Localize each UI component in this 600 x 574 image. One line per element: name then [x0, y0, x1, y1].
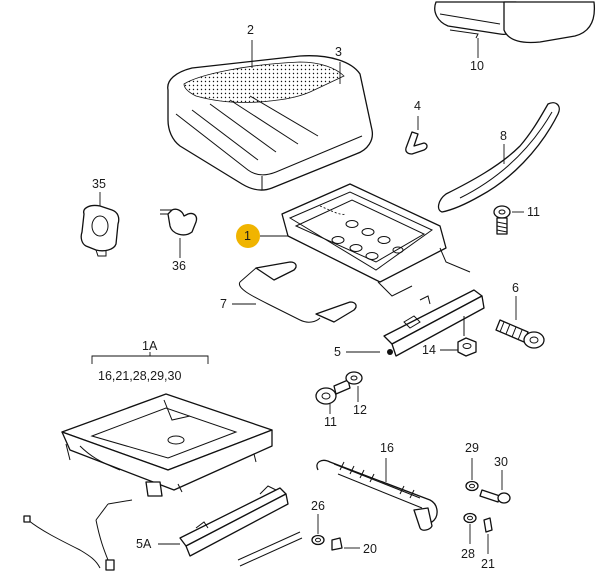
- small-washer-2-part: [465, 480, 479, 492]
- seat-pan-assembly-part: [61, 393, 273, 497]
- bolt-part: [493, 205, 511, 235]
- label-16: 16: [380, 441, 394, 455]
- label-12: 12: [353, 403, 367, 417]
- cable-part: [238, 261, 357, 323]
- label-14: 14: [422, 343, 436, 357]
- retaining-clip-part: [160, 208, 198, 236]
- label-20: 20: [363, 542, 377, 556]
- small-screw-part: [479, 489, 511, 504]
- label-2: 2: [247, 23, 254, 37]
- nut-part: [457, 337, 477, 357]
- label-5A: 5A: [136, 537, 152, 551]
- label-3: 3: [335, 45, 342, 59]
- lower-rail-part: [179, 485, 303, 567]
- label-11-upper: 11: [527, 205, 540, 219]
- small-washer-3-part: [463, 512, 477, 524]
- label-36: 36: [172, 259, 186, 273]
- label-10: 10: [470, 59, 484, 73]
- label-29: 29: [465, 441, 479, 455]
- label-4: 4: [414, 99, 421, 113]
- label-1: 1: [244, 229, 251, 243]
- label-26: 26: [311, 499, 325, 513]
- label-1A: 1A: [142, 339, 158, 353]
- part-labels: 2 3 10 4 8 35 11 1 36 6 7 1A 5 14 16,21,…: [92, 23, 540, 571]
- washer-part: [345, 371, 363, 385]
- label-8: 8: [500, 129, 507, 143]
- label-21: 21: [481, 557, 495, 571]
- spring-clip-part: [331, 537, 343, 551]
- clip-part: [405, 131, 428, 155]
- label-1A-sub: 16,21,28,29,30: [98, 369, 181, 383]
- clamp-part: [80, 204, 120, 257]
- label-5: 5: [334, 345, 341, 359]
- release-lever-part: [316, 459, 438, 531]
- wiring-part: [23, 499, 133, 571]
- clip-nut-part: [483, 517, 493, 533]
- highlight-marker: [236, 224, 260, 248]
- label-11-lower: 11: [324, 415, 337, 429]
- seat-rail-part: [383, 289, 485, 357]
- short-bolt-part: [315, 379, 351, 405]
- label-35: 35: [92, 177, 106, 191]
- label-28: 28: [461, 547, 475, 561]
- small-washer-part: [311, 534, 325, 546]
- trim-strip-part: [437, 102, 560, 213]
- label-6: 6: [512, 281, 519, 295]
- seat-cushion-part: [167, 55, 374, 191]
- long-bolt-part: [495, 319, 545, 349]
- seat-back-part: [434, 1, 596, 44]
- label-7: 7: [220, 297, 227, 311]
- label-30: 30: [494, 455, 508, 469]
